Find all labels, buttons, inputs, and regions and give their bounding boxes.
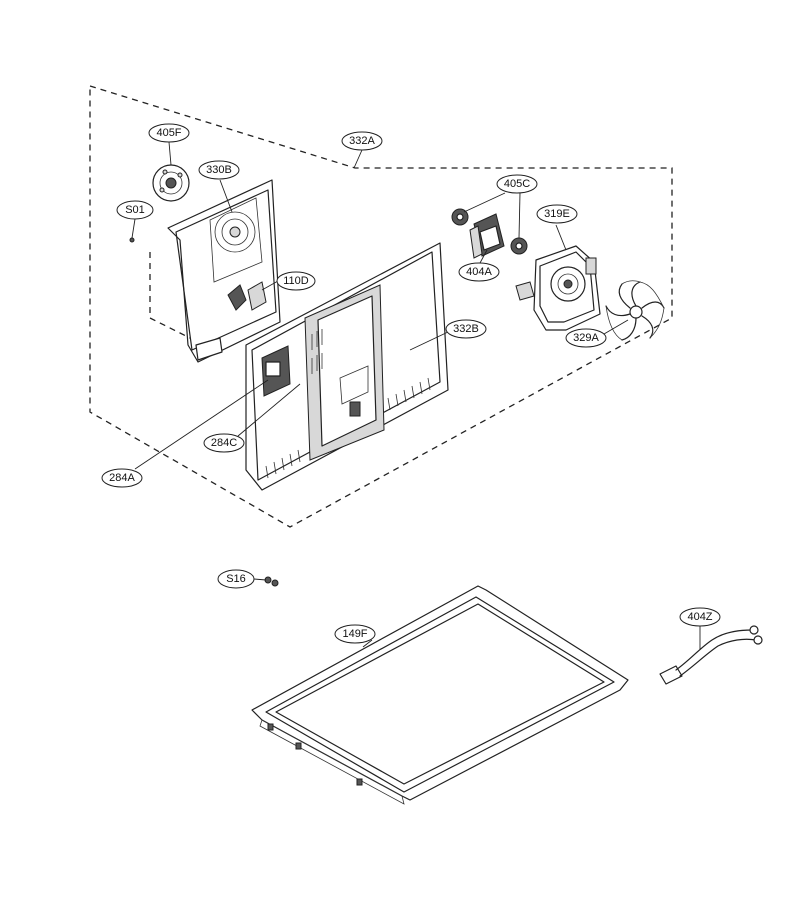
callout-330B: 330B: [198, 160, 240, 180]
callout-110D: 110D: [276, 271, 316, 291]
callout-284C: 284C: [203, 433, 245, 453]
callout-404Z-label: 404Z: [687, 611, 712, 623]
callout-405C: 405C: [496, 174, 538, 194]
callout-284A: 284A: [101, 468, 143, 488]
callout-405C-label: 405C: [504, 178, 530, 190]
assembly-boundary: [89, 85, 673, 528]
callout-319E-label: 319E: [544, 208, 570, 220]
callout-149F-label: 149F: [342, 628, 367, 640]
callout-S01-label: S01: [125, 204, 145, 216]
part-330B-bracket: [149, 179, 281, 363]
callout-329A: 329A: [565, 328, 607, 348]
part-329A-fan-blade: [605, 280, 665, 341]
callout-S01: S01: [116, 200, 154, 220]
part-S01-screw: [129, 237, 135, 243]
callout-404Z: 404Z: [679, 607, 721, 627]
callout-S16: S16: [217, 569, 255, 589]
part-404A-bracket: [469, 213, 505, 259]
callout-284A-label: 284A: [109, 472, 135, 484]
part-405C-grommets: [451, 208, 528, 255]
part-332B-cover-panel: [245, 242, 449, 491]
callout-284C-label: 284C: [211, 437, 237, 449]
callout-405F: 405F: [148, 123, 190, 143]
callout-110D-label: 110D: [283, 275, 309, 287]
part-319E-fan-motor: [515, 245, 601, 331]
part-149F-glass-shelf: [251, 585, 629, 805]
part-405F-disc: [152, 164, 190, 202]
callout-149F: 149F: [334, 624, 376, 644]
callout-332B-label: 332B: [453, 323, 479, 335]
callout-404A: 404A: [458, 262, 500, 282]
leader-lines: [131, 141, 701, 650]
callout-332A: 332A: [341, 131, 383, 151]
callout-319E: 319E: [536, 204, 578, 224]
callout-329A-label: 329A: [573, 332, 599, 344]
callout-332B: 332B: [445, 319, 487, 339]
callout-404A-label: 404A: [466, 266, 492, 278]
callout-332A-label: 332A: [349, 135, 375, 147]
part-404Z-wire-harness: [659, 625, 763, 685]
callout-330B-label: 330B: [206, 164, 232, 176]
part-S16-screws: [264, 576, 279, 587]
callout-S16-label: S16: [226, 573, 246, 585]
callout-405F-label: 405F: [156, 127, 181, 139]
